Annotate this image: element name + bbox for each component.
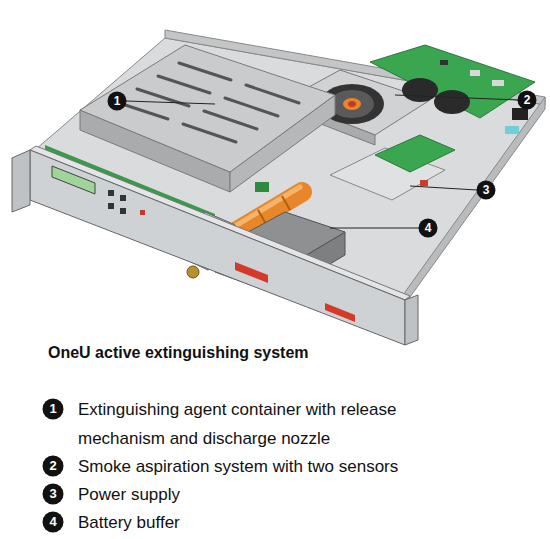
list-marker: [43, 399, 64, 420]
cylinder-ring: [282, 196, 290, 210]
pcb-component: [440, 60, 448, 65]
smoke-sensor: [434, 90, 470, 114]
panel-label: [325, 303, 355, 322]
leader-line: [410, 186, 477, 190]
vent-slot: [225, 98, 278, 116]
power-supply-pcb: [375, 135, 455, 172]
button: [108, 203, 114, 209]
rear-component: [505, 126, 519, 134]
vent-slots: [116, 63, 299, 142]
part-description: Extinguishing agent container with relea…: [78, 395, 468, 453]
part-description: Battery buffer: [78, 508, 518, 537]
leader-line: [395, 95, 518, 100]
front-panel: [30, 150, 405, 345]
pcb-component: [470, 70, 480, 76]
callout-number: 2: [516, 89, 538, 111]
vent-slot: [204, 111, 257, 129]
callout-number: 4: [42, 511, 64, 533]
list-marker: [43, 456, 64, 477]
button: [120, 208, 126, 214]
vent-slot: [179, 63, 231, 80]
cylinder-ring: [258, 210, 266, 224]
indicator: [140, 210, 145, 215]
vent-slot: [246, 85, 299, 103]
button: [108, 190, 114, 196]
rack-ear: [405, 295, 418, 345]
side-wall: [405, 97, 545, 304]
figure-title: OneU active extinguishing system: [48, 344, 309, 362]
callout-number: 2: [42, 455, 64, 477]
smoke-sensor: [402, 78, 438, 102]
rear-connector: [512, 108, 528, 120]
rack-ear: [12, 150, 30, 212]
panel-label: [235, 262, 268, 283]
leader-line: [330, 228, 419, 229]
callout-number: 4: [417, 217, 439, 239]
fan: [330, 90, 374, 118]
release-pcb: [255, 182, 269, 192]
part-description: Power supply: [78, 480, 518, 509]
vent-slot: [137, 89, 189, 106]
pcb-component: [492, 80, 504, 86]
leader-line: [126, 101, 215, 104]
list-marker: [43, 512, 64, 533]
power-supply-component: [420, 180, 428, 186]
callout-number: 3: [475, 179, 497, 201]
fan-hub: [343, 98, 361, 110]
part-description: Smoke aspiration system with two sensors: [78, 452, 518, 481]
front-panel-lip: [30, 146, 410, 300]
display: [52, 166, 95, 194]
list-marker: [43, 484, 64, 505]
discharge-nozzle: [187, 266, 199, 278]
callout-number: 1: [106, 90, 128, 112]
vent-slot: [183, 124, 236, 142]
vent-slot: [158, 76, 210, 93]
container-housing-top: [80, 45, 335, 172]
fan-hub-center: [348, 101, 356, 107]
callout-number: 3: [42, 483, 64, 505]
callout-number: 1: [42, 398, 64, 420]
button: [120, 195, 126, 201]
